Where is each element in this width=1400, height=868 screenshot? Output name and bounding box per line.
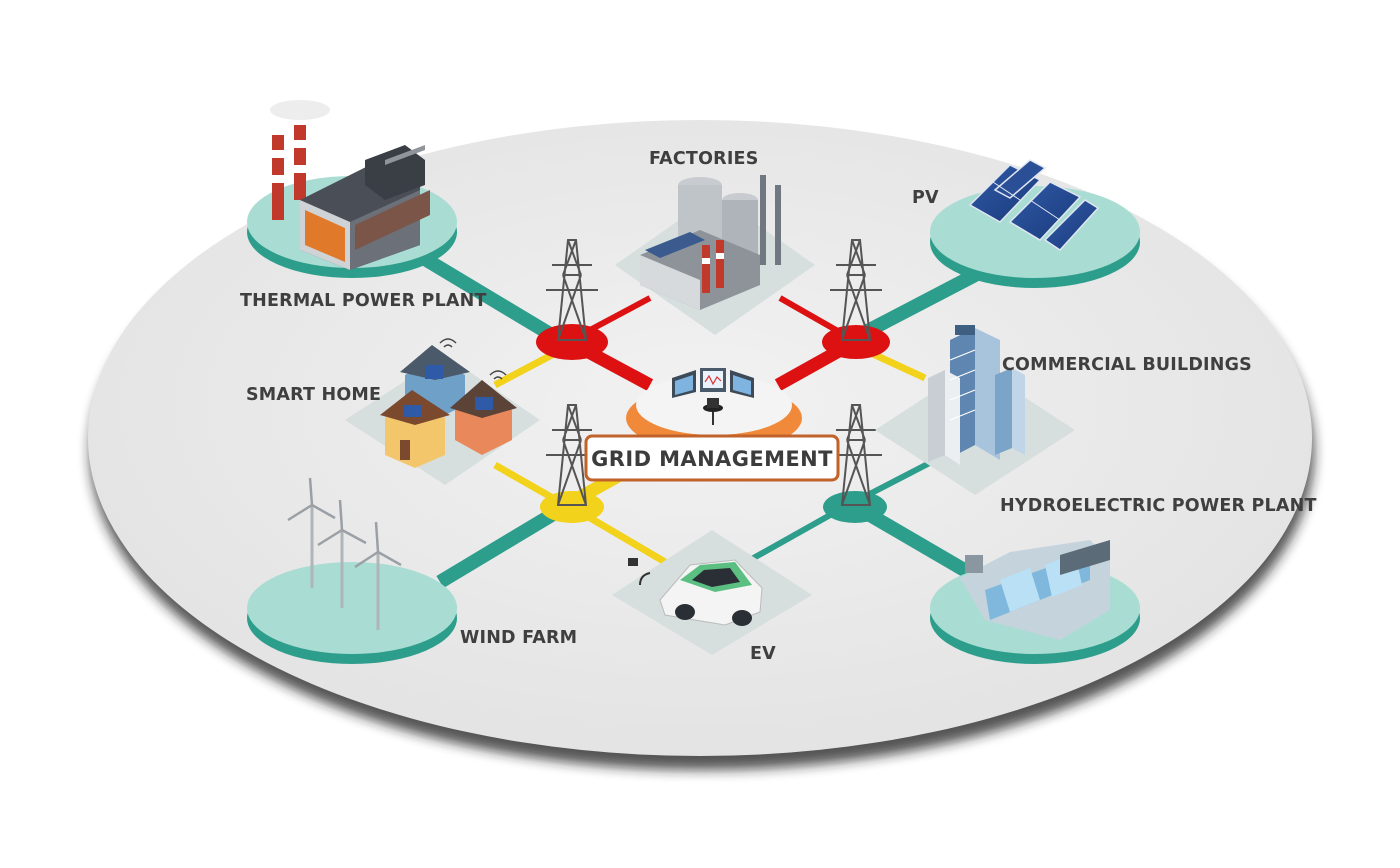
wind-platform	[247, 562, 457, 664]
teal-hub	[823, 491, 887, 523]
grid-management-label: GRID MANAGEMENT	[591, 447, 833, 471]
ev-label: EV	[750, 644, 776, 664]
smart-home-label: SMART HOME	[246, 385, 381, 405]
hydroelectric-plant-label: HYDROELECTRIC POWER PLANT	[1000, 496, 1317, 516]
pv-label: PV	[912, 188, 939, 208]
commercial-buildings-label: COMMERCIAL BUILDINGS	[1002, 355, 1252, 375]
yellow-hub	[540, 491, 604, 523]
factories-label: FACTORIES	[649, 149, 759, 169]
red-hub-left	[536, 324, 608, 360]
red-hub-right	[822, 325, 890, 359]
wind-farm-label: WIND FARM	[460, 628, 577, 648]
thermal-plant-label: THERMAL POWER PLANT	[240, 291, 487, 311]
